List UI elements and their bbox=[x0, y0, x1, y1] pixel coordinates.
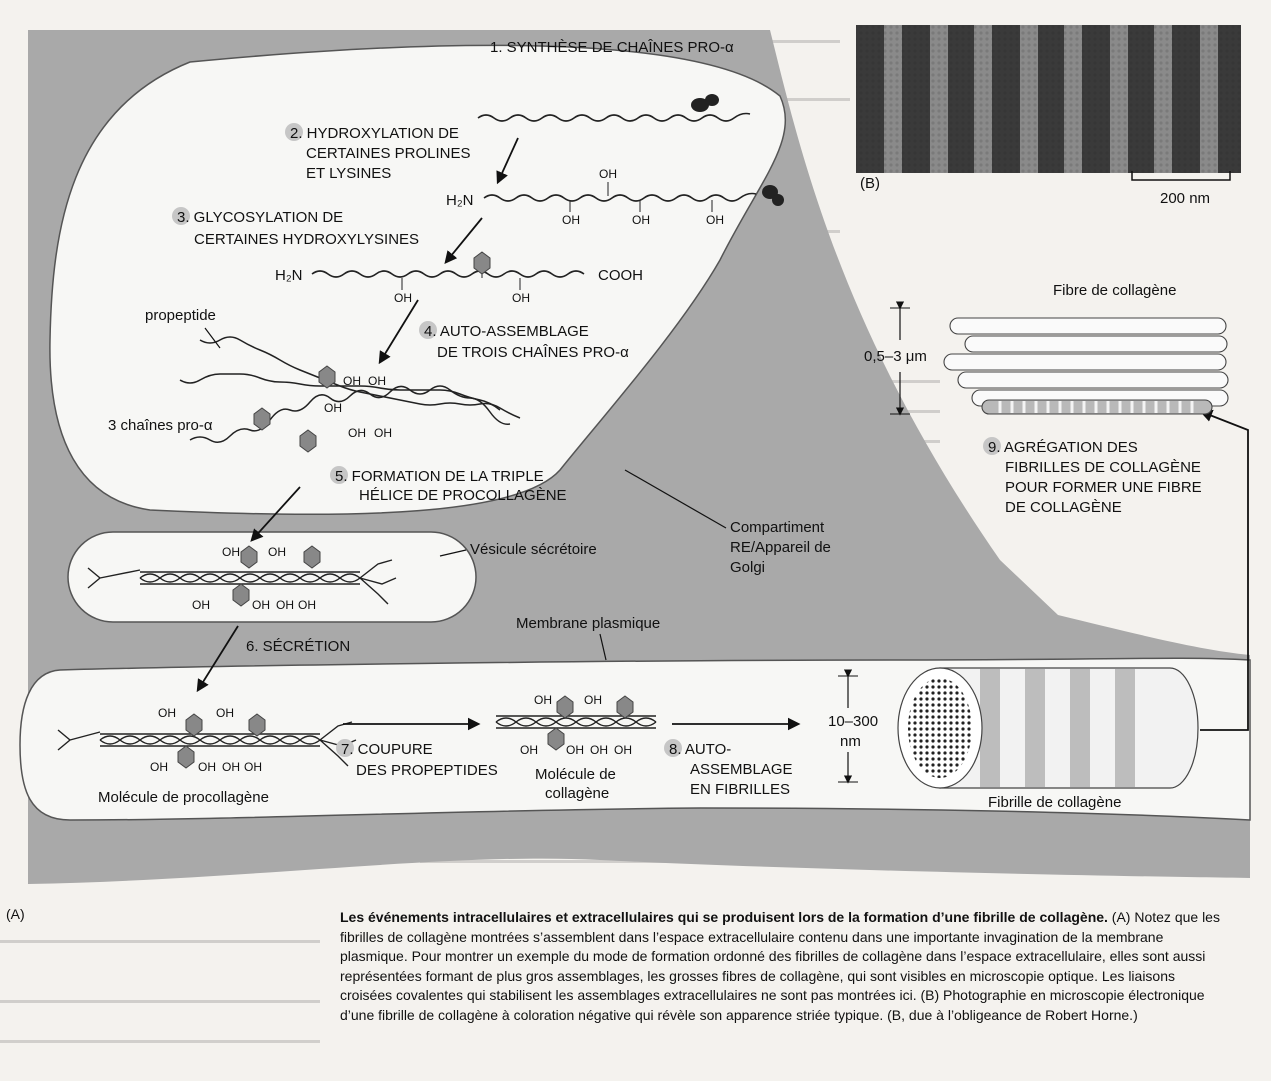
svg-text:OH: OH bbox=[534, 693, 552, 707]
collagen-fiber bbox=[944, 318, 1228, 414]
step-2-label-line1: 2. HYDROXYLATION DE bbox=[290, 125, 459, 142]
svg-text:OH: OH bbox=[632, 213, 650, 227]
svg-text:OH: OH bbox=[520, 743, 538, 757]
step-9-label-line4: DE COLLAGÈNE bbox=[1005, 499, 1122, 516]
fibril-size-line2: nm bbox=[840, 733, 861, 750]
svg-text:OH: OH bbox=[343, 374, 361, 388]
svg-text:OH: OH bbox=[584, 693, 602, 707]
step-9-label-line3: POUR FORMER UNE FIBRE bbox=[1005, 479, 1202, 496]
svg-text:OH: OH bbox=[150, 760, 168, 774]
h2n-label: H₂N bbox=[446, 192, 474, 209]
svg-text:OH: OH bbox=[562, 213, 580, 227]
svg-text:OH: OH bbox=[192, 598, 210, 612]
step-9-label-line2: FIBRILLES DE COLLAGÈNE bbox=[1005, 459, 1201, 476]
h2n-label: H₂N bbox=[275, 267, 303, 284]
svg-text:OH: OH bbox=[706, 213, 724, 227]
step-9-label-line1: 9. AGRÉGATION DES bbox=[988, 439, 1138, 456]
collagen-molecule-label-line2: collagène bbox=[545, 785, 609, 802]
micrograph-tag: (B) bbox=[860, 175, 880, 192]
step-7-label-line2: DES PROPEPTIDES bbox=[356, 762, 498, 779]
step-8-label-line3: EN FIBRILLES bbox=[690, 781, 790, 798]
step-5-label-line2: HÉLICE DE PROCOLLAGÈNE bbox=[359, 487, 567, 504]
step-8-label-line2: ASSEMBLAGE bbox=[690, 761, 793, 778]
compartment-label-line2: RE/Appareil de bbox=[730, 539, 831, 556]
svg-text:OH: OH bbox=[566, 743, 584, 757]
svg-text:OH: OH bbox=[222, 760, 240, 774]
propeptide-label: propeptide bbox=[145, 307, 216, 324]
step-4-label-line2: DE TROIS CHAÎNES PRO-α bbox=[437, 344, 629, 361]
step-6-label: 6. SÉCRÉTION bbox=[246, 638, 350, 655]
procollagen-label: Molécule de procollagène bbox=[98, 789, 269, 806]
step-7-label-line1: 7. COUPURE bbox=[341, 741, 433, 758]
svg-text:OH: OH bbox=[216, 706, 234, 720]
svg-text:OH: OH bbox=[614, 743, 632, 757]
cooh-label: COOH bbox=[598, 267, 643, 284]
svg-text:OH: OH bbox=[298, 598, 316, 612]
svg-text:OH: OH bbox=[368, 374, 386, 388]
step-1-label: 1. SYNTHÈSE DE CHAÎNES PRO-α bbox=[490, 39, 734, 56]
step-5-label-line1: 5. FORMATION DE LA TRIPLE bbox=[335, 468, 544, 485]
step-2-label-line2: CERTAINES PROLINES bbox=[306, 145, 471, 162]
fibril-label: Fibrille de collagène bbox=[988, 794, 1121, 811]
caption-body: (A) Notez que les fibrilles de collagène… bbox=[340, 909, 1220, 1023]
fiber-size-label: 0,5–3 μm bbox=[864, 348, 927, 365]
svg-text:OH: OH bbox=[222, 545, 240, 559]
figure-caption: Les événements intracellulaires et extra… bbox=[340, 908, 1220, 1025]
fiber-label: Fibre de collagène bbox=[1053, 282, 1176, 299]
svg-text:OH: OH bbox=[244, 760, 262, 774]
step-8-label-line1: 8. AUTO- bbox=[669, 741, 731, 758]
svg-text:OH: OH bbox=[512, 291, 530, 305]
membrane-label: Membrane plasmique bbox=[516, 615, 660, 632]
compartment-label-line1: Compartiment bbox=[730, 519, 825, 536]
collagen-molecule-label-line1: Molécule de bbox=[535, 766, 616, 783]
electron-micrograph bbox=[856, 25, 1241, 173]
svg-text:OH: OH bbox=[348, 426, 366, 440]
caption-title: Les événements intracellulaires et extra… bbox=[340, 909, 1108, 925]
panel-a-tag: (A) bbox=[6, 906, 25, 922]
svg-text:OH: OH bbox=[276, 598, 294, 612]
step-4-label-line1: 4. AUTO-ASSEMBLAGE bbox=[424, 323, 589, 340]
svg-text:OH: OH bbox=[268, 545, 286, 559]
svg-text:OH: OH bbox=[599, 167, 617, 181]
scale-bar-label: 200 nm bbox=[1160, 190, 1210, 207]
svg-text:OH: OH bbox=[324, 401, 342, 415]
svg-text:OH: OH bbox=[394, 291, 412, 305]
collagen-fibril bbox=[898, 668, 1198, 788]
fibril-size-line1: 10–300 bbox=[828, 713, 878, 730]
svg-text:OH: OH bbox=[590, 743, 608, 757]
compartment-label-line3: Golgi bbox=[730, 559, 765, 576]
three-chains-label: 3 chaînes pro-α bbox=[108, 417, 213, 434]
vesicle-label: Vésicule sécrétoire bbox=[470, 541, 597, 558]
step-3-label-line2: CERTAINES HYDROXYLYSINES bbox=[194, 231, 419, 248]
svg-text:OH: OH bbox=[374, 426, 392, 440]
step-3-label-line1: 3. GLYCOSYLATION DE bbox=[177, 209, 343, 226]
svg-text:OH: OH bbox=[252, 598, 270, 612]
step-2-label-line3: ET LYSINES bbox=[306, 165, 391, 182]
svg-text:OH: OH bbox=[158, 706, 176, 720]
svg-text:OH: OH bbox=[198, 760, 216, 774]
